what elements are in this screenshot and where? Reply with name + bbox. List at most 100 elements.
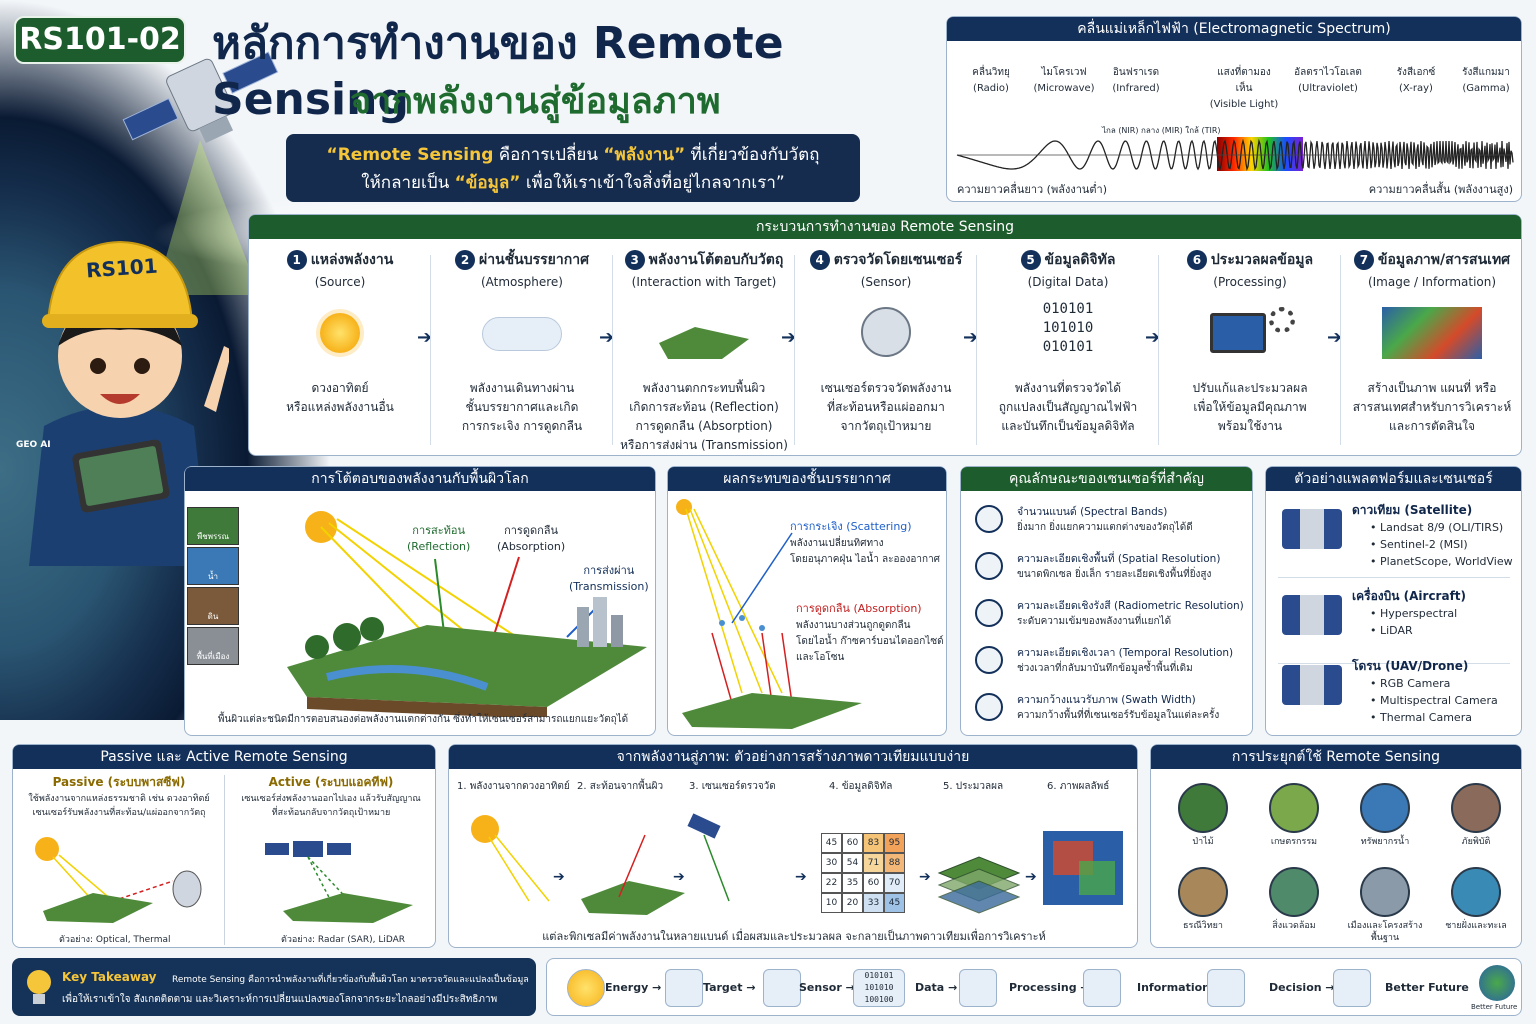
- application-icon: [1178, 867, 1228, 917]
- platform-group-title: โดรน (UAV/Drone): [1352, 659, 1469, 673]
- application-item: สิ่งแวดล้อม: [1252, 867, 1336, 947]
- sensor-prop-item: ความละเอียดเชิงเวลา (Temporal Resolution…: [961, 640, 1254, 684]
- scattering-title: การกระเจิง (Scattering): [790, 520, 912, 533]
- short-wavelength-caption: ความยาวคลื่นสั้น (พลังงานสูง): [1368, 183, 1513, 196]
- long-wavelength-caption: ความยาวคลื่นยาว (พลังงานต่ำ): [957, 183, 1108, 196]
- sensor-prop-title: จำนวนแบนด์ (Spectral Bands): [1017, 506, 1168, 518]
- flow-icon: [763, 969, 801, 1007]
- flow-icon: [1083, 969, 1121, 1007]
- absorption-atmo-desc-2: โดยไอน้ำ ก๊าซคาร์บอนไดออกไซด์: [796, 636, 944, 647]
- step-title-text: ผ่านชั้นบรรยากาศ: [479, 252, 589, 268]
- applications-panel: การประยุกต์ใช้ Remote Sensing ป่าไม้เกษต…: [1150, 744, 1522, 948]
- application-item: เมืองและโครงสร้างพื้นฐาน: [1343, 867, 1427, 947]
- process-step-icon: [831, 299, 941, 379]
- page-title: หลักการทำงานของ Remote Sensing: [212, 18, 784, 125]
- pixel-cell: 35: [842, 873, 863, 893]
- active-graphic: [265, 841, 413, 923]
- process-step-desc: สร้างเป็นภาพ แผนที่ หรือ: [1367, 381, 1497, 395]
- spectrum-band-th: ไมโครเวฟ: [1041, 67, 1087, 78]
- spectrum-band: รังสีแกมมา(Gamma): [1451, 65, 1521, 97]
- application-label: เมืองและโครงสร้างพื้นฐาน: [1347, 921, 1423, 943]
- step-divider: [976, 255, 977, 445]
- spectrum-band-th: รังสีแกมมา: [1462, 67, 1510, 78]
- process-step-desc: ปรับแก้และประมวลผล: [1192, 381, 1308, 395]
- application-label: เกษตรกรรม: [1270, 837, 1318, 847]
- transmission-th: การส่งผ่าน: [583, 564, 635, 577]
- platform-icon: [1282, 509, 1342, 549]
- flow-icon: [959, 969, 997, 1007]
- absorption-en: (Absorption): [497, 540, 566, 553]
- absorption-label: การดูดกลืน(Absorption): [497, 523, 565, 555]
- platform-item: Sentinel-2 (MSI): [1370, 536, 1468, 553]
- step-arrow-icon: ➔: [1327, 327, 1343, 348]
- pixel-cell: 95: [884, 833, 905, 853]
- active-example: ตัวอย่าง: Radar (SAR), LiDAR: [281, 935, 406, 945]
- application-label: ธรณีวิทยา: [1183, 921, 1223, 931]
- spectrum-band: อินฟราเรด(Infrared): [1101, 65, 1171, 97]
- step-divider: [612, 255, 613, 445]
- quote-text: คือการเปลี่ยน: [493, 145, 604, 165]
- page-subtitle: จากพลังงานสู่ข้อมูลภาพ: [350, 81, 721, 122]
- key-takeaway-panel: Key Takeaway Remote Sensing คือการนำพลัง…: [12, 958, 536, 1016]
- process-step-subtitle: (Sensor): [860, 275, 912, 289]
- interaction-caption: พื้นผิวแต่ละชนิดมีการตอบสนองต่อพลังงานแต…: [217, 714, 629, 725]
- pixel-cell: 88: [884, 853, 905, 873]
- sensor-props-list: จำนวนแบนด์ (Spectral Bands)ยิ่งมาก ยิ่งแ…: [961, 499, 1254, 735]
- platform-item: Hyperspectral: [1370, 605, 1457, 622]
- surface-thumbnails: พืชพรรณน้ำดินพื้นที่เมือง: [185, 507, 243, 697]
- process-step-subtitle: (Image / Information): [1367, 275, 1497, 289]
- step-divider: [794, 255, 795, 445]
- step-divider: [430, 255, 431, 445]
- sensor-prop-icon: [975, 646, 1003, 674]
- scattering-desc-1: พลังงานเปลี่ยนทิศทาง: [790, 538, 884, 549]
- flow-label: Decision →: [1269, 981, 1335, 994]
- surface-thumbnail-label: พื้นที่เมือง: [196, 652, 230, 661]
- process-step-desc: และบันทึกเป็นข้อมูลดิจิทัล: [1001, 419, 1135, 433]
- flow-binary-line: 010101: [864, 971, 894, 980]
- flow-icon: [1333, 969, 1371, 1007]
- active-desc-1: เซนเซอร์ส่งพลังงานออกไปเอง แล้วรับสัญญาณ: [241, 794, 421, 804]
- application-label: สิ่งแวดล้อม: [1272, 921, 1316, 931]
- sensor-prop-item: ความละเอียดเชิงพื้นที่ (Spatial Resoluti…: [961, 546, 1254, 590]
- flow-icon: [665, 969, 703, 1007]
- flow-icon: [1207, 969, 1245, 1007]
- active-desc-2: ที่สะท้อนกลับจากวัตถุเป้าหมาย: [271, 808, 391, 818]
- step-number-badge: 1: [286, 250, 307, 270]
- passive-column: Passive (ระบบพาสซีฟ) ใช้พลังงานจากแหล่งธ…: [13, 773, 225, 820]
- application-item: ธรณีวิทยา: [1161, 867, 1245, 947]
- active-column: Active (ระบบแอคทีฟ) เซนเซอร์ส่งพลังงานออ…: [225, 773, 437, 820]
- pipeline-arrow-icon: ➔: [553, 869, 565, 885]
- satellite-beam-illustration: [122, 51, 279, 295]
- binary-line: 010101: [1042, 301, 1094, 317]
- infrared-sub-bands: ไกล (NIR) กลาง (MIR) ใกล้ (TIR): [1102, 126, 1221, 135]
- process-title: กระบวนการทำงานของ Remote Sensing: [249, 215, 1521, 239]
- sensor-prop-desc: ช่วงเวลาที่กลับมาบันทึกข้อมูลซ้ำพื้นที่เ…: [1017, 663, 1193, 674]
- flow-binary-line: 101010: [864, 983, 894, 992]
- flow-label: Data →: [915, 981, 958, 994]
- application-item: ภัยพิบัติ: [1434, 783, 1518, 863]
- globe-caption: Better Future: [1471, 1003, 1518, 1011]
- process-step-desc: หรือแหล่งพลังงานอื่น: [286, 400, 394, 414]
- process-step-desc: การกระเจิง การดูดกลืน: [461, 419, 583, 433]
- satellite-dish-icon: [861, 307, 911, 357]
- application-item: เกษตรกรรม: [1252, 783, 1336, 863]
- spectrum-band-en: (Ultraviolet): [1298, 83, 1358, 94]
- applications-grid: ป่าไม้เกษตรกรรมทรัพยากรน้ำภัยพิบัติธรณีว…: [1151, 775, 1523, 947]
- reflection-th: การสะท้อน: [412, 524, 466, 537]
- definition-quote: “Remote Sensing คือการเปลี่ยน “พลังงาน” …: [286, 134, 860, 202]
- process-step-desc: จากวัตถุเป้าหมาย: [840, 419, 932, 433]
- sun-icon: [320, 313, 360, 353]
- pipeline-arrow-icon: ➔: [919, 869, 931, 885]
- pipeline-step-label: 3. เซนเซอร์ตรวจวัด: [689, 781, 776, 792]
- process-step-desc: ดวงอาทิตย์: [311, 381, 369, 395]
